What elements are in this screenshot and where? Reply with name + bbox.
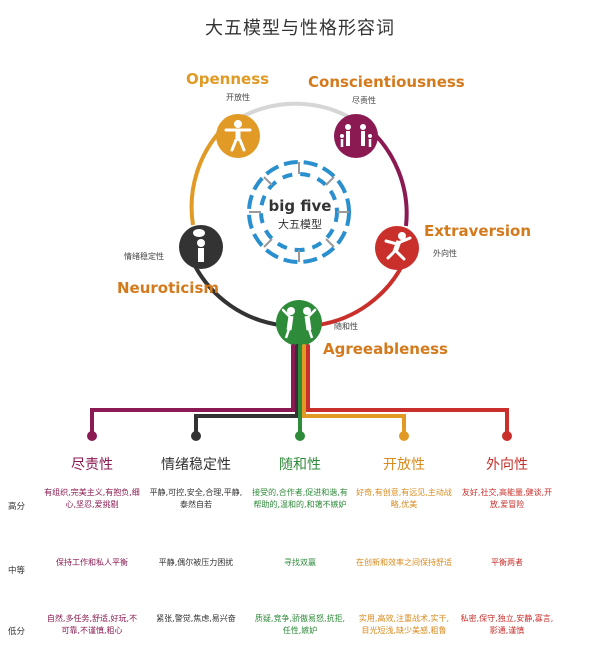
column-header-openness: 开放性 xyxy=(383,457,425,473)
openness-node xyxy=(216,114,260,158)
cell-agreeableness-mid: 寻找双赢 xyxy=(284,558,316,567)
neuroticism-label-zh: 情绪稳定性 xyxy=(124,252,164,261)
conscientiousness-label: Conscientiousness xyxy=(308,73,465,91)
connector-endpoints xyxy=(87,431,512,441)
family-icon xyxy=(340,124,372,147)
cell-extraversion-low: 私密,保守,独立,安静,寡言,影通,谨慎 xyxy=(460,614,554,635)
jumping-person-icon xyxy=(384,232,412,261)
page-title: 大五模型与性格形容词 xyxy=(205,18,395,39)
cell-neuroticism-mid: 平静,偶尔被压力困扰 xyxy=(158,558,234,567)
column-connectors xyxy=(90,344,509,434)
agreeableness-label: Agreeableness xyxy=(323,340,448,358)
cell-conscientiousness-high: 有组织,完美主义,有抱负,细心,坚忍,爱挑剔 xyxy=(44,488,140,509)
cell-neuroticism-high: 平静,可控,安全,合理,平静,泰然自若 xyxy=(149,488,243,509)
neuroticism-label: Neuroticism xyxy=(117,279,220,297)
column-header-extraversion: 外向性 xyxy=(486,457,528,473)
cell-openness-high: 好奇,有创意,有远见,主动战略,优美 xyxy=(356,488,452,509)
conscientiousness-node xyxy=(334,114,378,158)
neuroticism-node xyxy=(179,225,223,269)
openness-label: Openness xyxy=(186,70,270,88)
row-label-low: 低分 xyxy=(8,627,26,637)
agreeableness-label-zh: 随和性 xyxy=(334,322,358,331)
openness-label-zh: 开放性 xyxy=(226,93,250,102)
cell-openness-low: 实用,高效,注重战术,实干,目光短浅,缺少美感,粗鲁 xyxy=(358,614,450,635)
column-header-agreeableness: 随和性 xyxy=(279,457,321,473)
row-label-high: 高分 xyxy=(8,502,26,512)
cell-agreeableness-high: 接受的,合作者,促进和谐,有帮助的,温和的,和蔼不嫉妒 xyxy=(252,488,348,509)
connector-openness xyxy=(302,344,406,434)
connector-neuroticism xyxy=(194,344,299,434)
cell-openness-mid: 在创新和效率之间保持舒适 xyxy=(356,558,452,567)
cell-conscientiousness-mid: 保持工作和私人平衡 xyxy=(56,558,128,567)
thinking-person-icon xyxy=(193,229,205,262)
agreeableness-node xyxy=(276,300,322,346)
extraversion-label-zh: 外向性 xyxy=(433,249,457,258)
ring-arc-extraversion xyxy=(317,261,406,327)
person-arms-open-icon xyxy=(224,120,252,152)
ring-arc-top xyxy=(237,101,358,123)
connector-conscientiousness xyxy=(90,344,295,434)
extraversion-label: Extraversion xyxy=(424,222,532,240)
cell-extraversion-mid: 平衡两者 xyxy=(491,558,523,567)
center-label-zh: 大五模型 xyxy=(278,218,322,231)
cell-agreeableness-low: 质疑,竞争,骄傲易怒,抗拒,任性,嫉妒 xyxy=(254,614,346,635)
center-label-en: big five xyxy=(268,197,332,215)
column-header-conscientiousness: 尽责性 xyxy=(71,457,113,473)
extraversion-node xyxy=(375,226,419,270)
ring-arc-neuroticism xyxy=(193,265,281,327)
column-header-neuroticism: 情绪稳定性 xyxy=(161,457,231,473)
row-label-mid: 中等 xyxy=(8,566,26,576)
dna-helix-icon xyxy=(247,160,351,264)
conscientiousness-label-zh: 尽责性 xyxy=(352,96,376,105)
cell-neuroticism-low: 紧张,警觉,焦虑,易兴奋 xyxy=(156,614,236,623)
connector-extraversion xyxy=(306,344,509,434)
cell-conscientiousness-low: 自然,多任务,舒适,好玩,不可靠,不谨慎,粗心 xyxy=(46,614,138,635)
two-people-icon xyxy=(281,307,317,339)
cell-extraversion-high: 友好,社交,高能量,健谈,开放,爱冒险 xyxy=(461,488,553,509)
